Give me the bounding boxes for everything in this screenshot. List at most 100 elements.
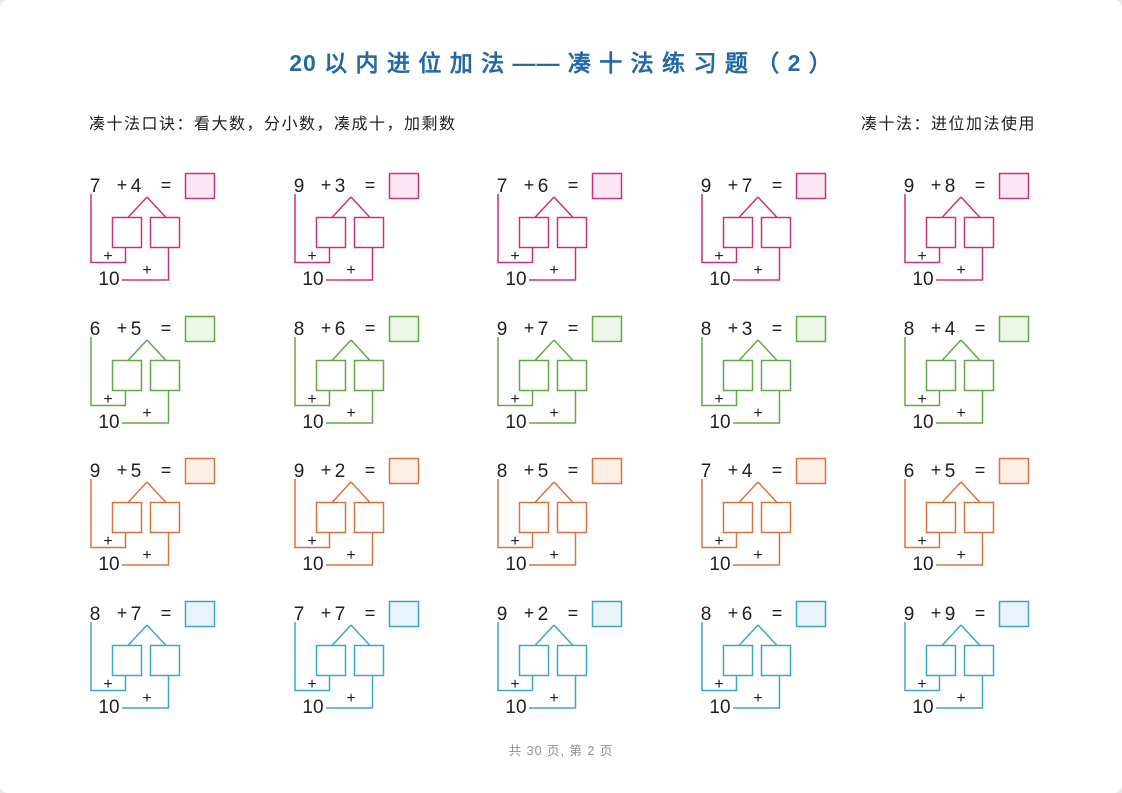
- addend-second: 7: [334, 604, 345, 625]
- plus-sign-left: +: [510, 676, 519, 693]
- equals-sign: =: [161, 603, 172, 623]
- plus-sign: +: [117, 603, 128, 623]
- part-box-right: [760, 359, 791, 391]
- plus-sign-left: +: [307, 533, 316, 550]
- problem-cell: 9 + 2 = + 10 +: [292, 455, 442, 577]
- bottom-line: [732, 390, 780, 424]
- addend-first: 9: [497, 604, 508, 625]
- split-line-right: [960, 481, 981, 504]
- make-ten-diagram: 7 + 4 = + 10 +: [90, 172, 216, 290]
- part-box-left: [518, 359, 550, 391]
- split-line-right: [756, 196, 778, 219]
- plus-sign-left: +: [307, 248, 316, 265]
- split-line-right: [553, 196, 574, 219]
- equals-sign: =: [975, 318, 986, 338]
- part-box-left: [111, 359, 143, 391]
- make-ten-diagram: 8 + 3 = + 10 +: [700, 315, 826, 433]
- part-box-right: [149, 359, 181, 391]
- bracket-line: [293, 621, 330, 691]
- page-title: 20 以 内 进 位 加 法 —— 凑 十 法 练 习 题 （ 2 ）: [289, 50, 833, 76]
- addend-first: 8: [497, 461, 508, 482]
- plus-sign-left: +: [307, 391, 316, 408]
- bracket-line: [90, 621, 127, 691]
- plus-sign-bottom: +: [142, 547, 151, 564]
- split-line-left: [534, 196, 555, 219]
- plus-sign-left: +: [714, 248, 723, 265]
- plus-sign-bottom: +: [549, 690, 558, 707]
- make-ten-diagram: 8 + 5 = + 10 +: [497, 457, 623, 575]
- plus-sign: +: [727, 318, 738, 338]
- make-ten-diagram: 9 + 2 = + 10 +: [293, 457, 419, 575]
- part-box-left: [722, 501, 753, 534]
- plus-sign-bottom: +: [346, 547, 355, 564]
- ten-label: 10: [302, 554, 323, 575]
- part-box-left: [722, 216, 753, 249]
- part-box-left: [315, 359, 346, 391]
- addend-second: 2: [334, 461, 345, 482]
- equals-sign: =: [568, 318, 579, 338]
- addend-first: 9: [497, 319, 508, 340]
- plus-sign: +: [727, 175, 738, 195]
- plus-sign: +: [524, 318, 535, 338]
- bracket-line: [293, 194, 330, 264]
- addend-second: 3: [741, 319, 752, 340]
- bottom-line: [936, 675, 984, 709]
- split-line-left: [737, 338, 759, 361]
- make-ten-diagram: 8 + 6 = + 10 +: [700, 600, 826, 718]
- part-box-left: [925, 501, 957, 534]
- part-box-right: [963, 501, 995, 534]
- bottom-line: [732, 247, 780, 281]
- equals-sign: =: [975, 460, 986, 480]
- part-box-right: [149, 644, 181, 676]
- addend-first: 8: [90, 604, 101, 625]
- answer-box: [591, 457, 623, 485]
- part-box-right: [760, 216, 791, 249]
- equals-sign: =: [771, 603, 782, 623]
- ten-label: 10: [98, 697, 119, 718]
- plus-sign-left: +: [714, 391, 723, 408]
- ten-label: 10: [505, 697, 526, 718]
- part-box-right: [556, 216, 588, 249]
- part-box-right: [556, 359, 588, 391]
- part-box-left: [518, 501, 550, 534]
- split-line-right: [960, 623, 981, 646]
- mnemonic-text: 凑十法口诀：看大数，分小数，凑成十，加剩数: [89, 116, 457, 133]
- problem-cell: 7 + 4 = + 10 +: [88, 170, 238, 292]
- equals-sign: =: [771, 460, 782, 480]
- make-ten-diagram: 9 + 2 = + 10 +: [497, 600, 623, 718]
- split-line-right: [146, 196, 167, 219]
- answer-box: [184, 172, 216, 200]
- problem-cell: 7 + 7 = + 10 +: [292, 598, 442, 720]
- addend-second: 6: [538, 176, 549, 197]
- plus-sign: +: [117, 318, 128, 338]
- answer-box: [998, 172, 1030, 200]
- plus-sign: +: [117, 460, 128, 480]
- equals-sign: =: [568, 460, 579, 480]
- split-line-right: [349, 196, 371, 219]
- problem-cell: 9 + 5 = + 10 +: [88, 455, 238, 577]
- ten-label: 10: [912, 269, 933, 290]
- equals-sign: =: [364, 603, 375, 623]
- plus-sign-bottom: +: [549, 547, 558, 564]
- ten-label: 10: [302, 412, 323, 433]
- part-box-left: [722, 644, 753, 676]
- bottom-line: [122, 247, 170, 281]
- bracket-line: [700, 621, 737, 691]
- plus-sign: +: [524, 603, 535, 623]
- addend-second: 7: [538, 319, 549, 340]
- part-box-left: [315, 644, 346, 676]
- make-ten-diagram: 8 + 7 = + 10 +: [90, 600, 216, 718]
- part-box-right: [963, 359, 995, 391]
- plus-sign-left: +: [510, 248, 519, 265]
- problem-cell: 8 + 6 = + 10 +: [699, 598, 849, 720]
- split-line-right: [146, 481, 167, 504]
- bracket-line: [700, 194, 737, 264]
- bracket-line: [904, 479, 941, 549]
- split-line-right: [553, 623, 574, 646]
- part-box-right: [149, 216, 181, 249]
- problem-cell: 8 + 4 = + 10 +: [902, 313, 1052, 435]
- part-box-right: [760, 501, 791, 534]
- ten-label: 10: [98, 554, 119, 575]
- split-line-right: [960, 338, 981, 361]
